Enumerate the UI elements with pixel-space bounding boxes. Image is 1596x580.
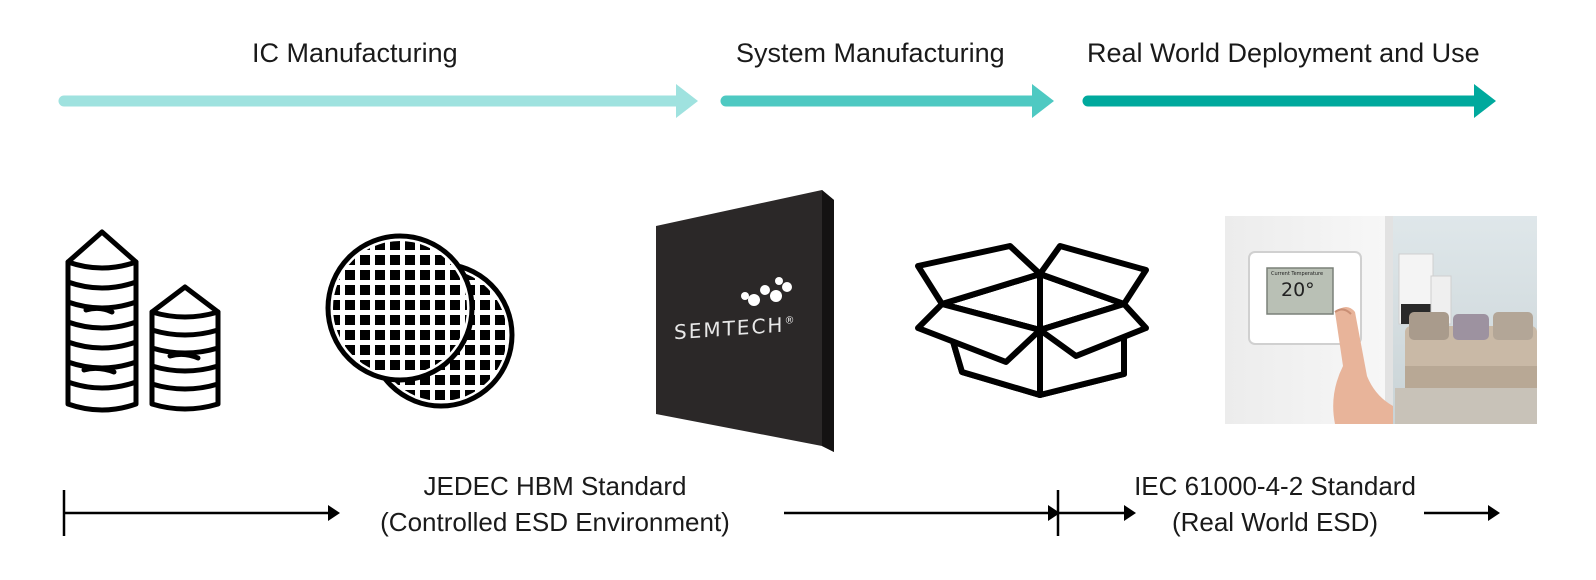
- thermostat-scene: [1225, 216, 1537, 424]
- stage-arrow-system-manufacturing: [720, 84, 1054, 118]
- silicon-ingots-icon: [65, 229, 221, 413]
- semtech-chip-icon: [656, 190, 834, 452]
- iec-standard-subtitle: (Real World ESD): [1171, 507, 1379, 537]
- iec-standard-title: IEC 61000-4-2 Standard: [1134, 471, 1416, 501]
- bottom-arrow-jedec-right: [784, 490, 1060, 536]
- bottom-arrow-jedec-left: [62, 490, 340, 536]
- chip-trademark: ®: [784, 315, 797, 327]
- open-box-icon: [915, 243, 1149, 398]
- thermostat-caption: Current Temperature: [1271, 271, 1324, 277]
- jedec-standard-title: JEDEC HBM Standard: [423, 471, 687, 501]
- semtech-logo-icon: [741, 277, 792, 306]
- stage-label-real-world-deployment: Real World Deployment and Use: [1087, 38, 1480, 68]
- stage-label-system-manufacturing: System Manufacturing: [736, 38, 1005, 68]
- stage-arrow-ic-manufacturing: [58, 84, 698, 118]
- iec-standard-label: IEC 61000-4-2 Standard (Real World ESD): [1130, 468, 1420, 540]
- stage-arrow-real-world: [1082, 84, 1496, 118]
- bottom-arrow-iec-right: [1424, 505, 1500, 521]
- jedec-standard-subtitle: (Controlled ESD Environment): [380, 507, 730, 537]
- bottom-arrow-iec-left: [1058, 505, 1136, 521]
- stage-label-ic-manufacturing: IC Manufacturing: [252, 38, 458, 68]
- jedec-standard-label: JEDEC HBM Standard (Controlled ESD Envir…: [355, 468, 755, 540]
- thermostat-temperature: 20°: [1281, 279, 1315, 301]
- thermostat-photo: Current Temperature 20°: [1225, 216, 1537, 424]
- wafers-icon: [325, 233, 515, 409]
